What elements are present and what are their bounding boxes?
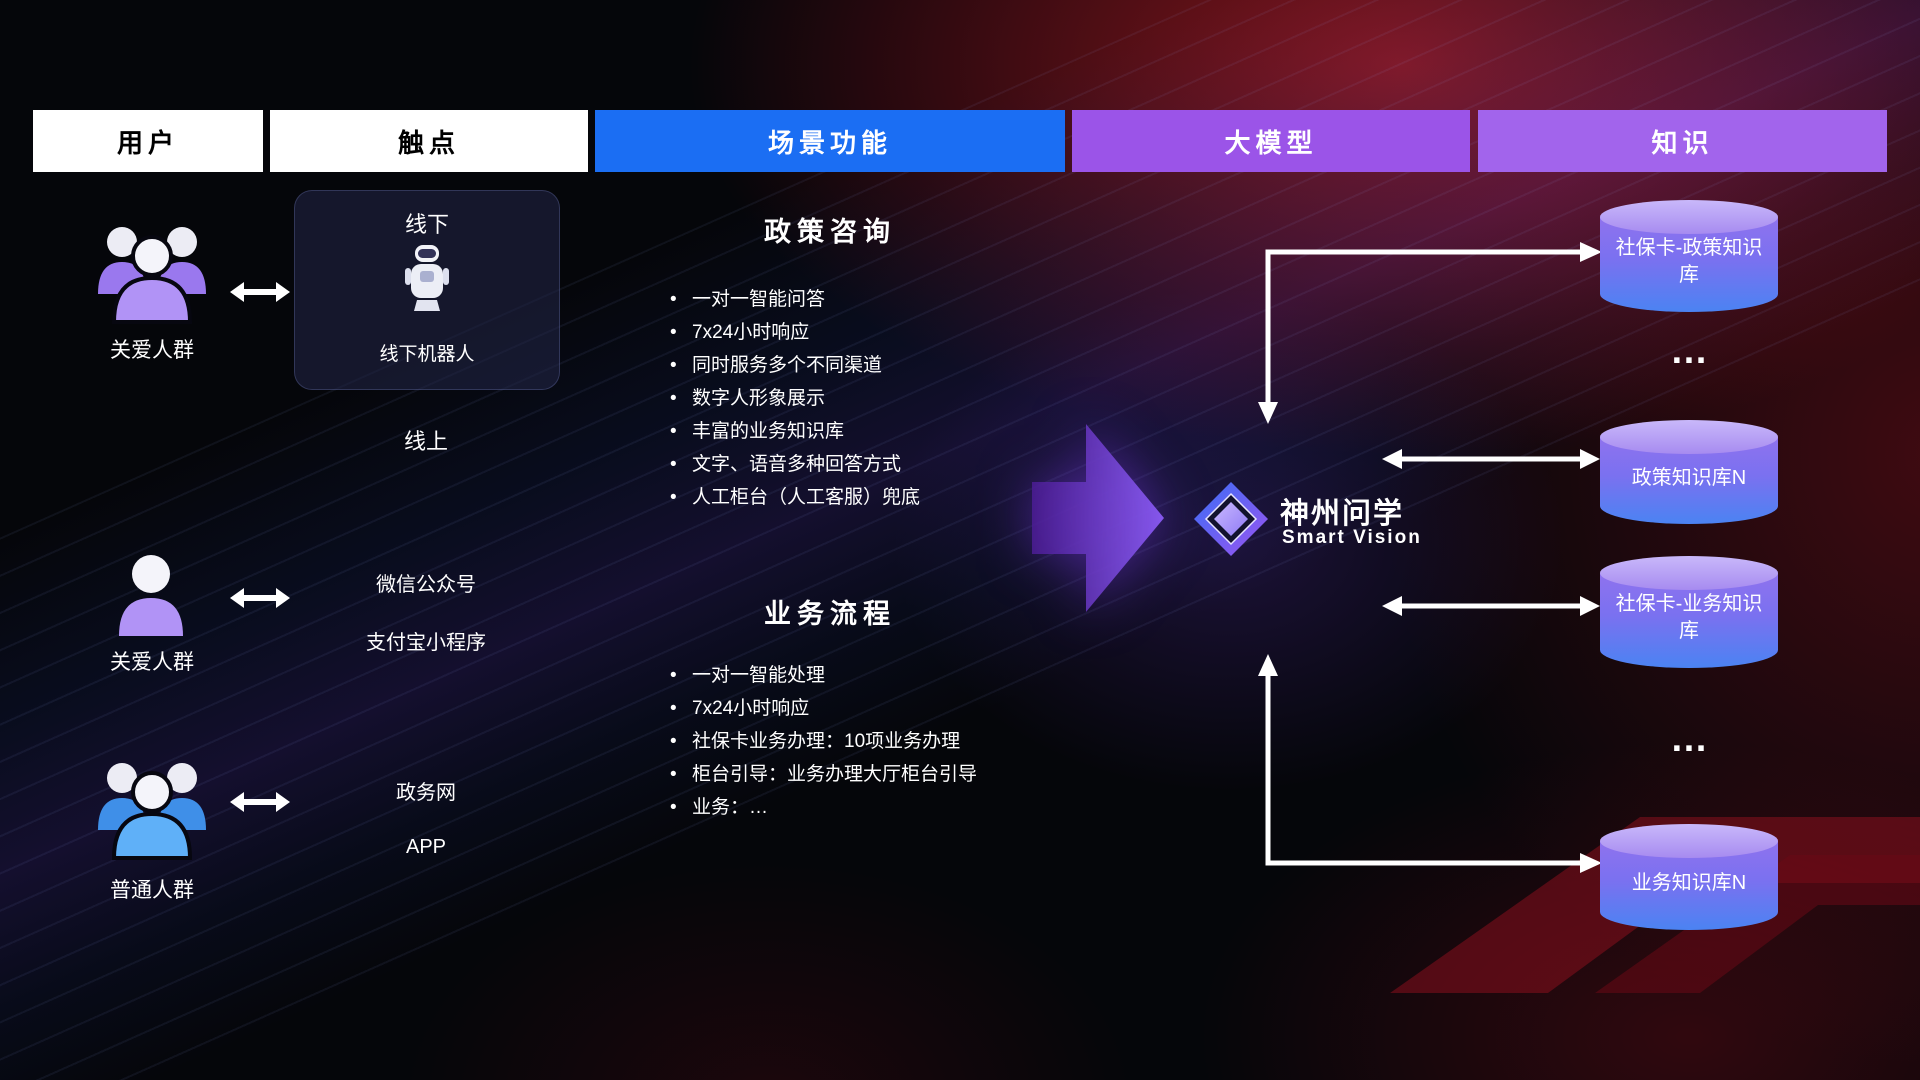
bidirectional-arrow-icon xyxy=(230,792,290,812)
bullet-item: 7x24小时响应 xyxy=(668,323,1098,344)
bullet-item: 一对一智能处理 xyxy=(668,666,1098,687)
bullet-item: 数字人形象展示 xyxy=(668,389,1098,410)
ellipsis-more: … xyxy=(1670,330,1708,372)
business-bullet-list: 一对一智能处理 7x24小时响应 社保卡业务办理：10项业务办理 柜台引导：业务… xyxy=(668,666,1098,831)
database-icon: 政策知识库N xyxy=(1600,420,1778,524)
bullet-item: 7x24小时响应 xyxy=(668,699,1098,720)
brand-subtitle: Smart Vision xyxy=(1282,527,1422,548)
bullet-item: 丰富的业务知识库 xyxy=(668,422,1098,443)
connector-arrow-bidirectional xyxy=(1382,596,1600,616)
column-header-users: 用户 xyxy=(33,110,263,172)
database-top xyxy=(1600,420,1778,454)
knowledge-base-label: 社保卡-政策知识库 xyxy=(1615,237,1763,286)
column-header-knowledge: 知识 xyxy=(1478,110,1887,172)
database-icon: 社保卡-业务知识库 xyxy=(1600,556,1778,668)
online-title: 线上 xyxy=(403,429,448,454)
channel-alipay: 支付宝小程序 xyxy=(366,632,486,654)
knowledge-base-label: 社保卡-业务知识库 xyxy=(1615,593,1763,642)
bullet-item: 业务：… xyxy=(668,798,1098,819)
bullet-item: 社保卡业务办理：10项业务办理 xyxy=(668,732,1098,753)
offline-title: 线下 xyxy=(404,212,449,237)
column-header-large-model: 大模型 xyxy=(1072,110,1470,172)
bullet-item: 柜台引导：业务办理大厅柜台引导 xyxy=(668,765,1098,786)
channel-wechat: 微信公众号 xyxy=(376,574,476,596)
knowledge-base-label: 业务知识库N xyxy=(1631,871,1747,894)
column-header-scenario-functions: 场景功能 xyxy=(595,110,1065,172)
connector-arrow-top xyxy=(1258,242,1602,424)
flow-arrow-icon xyxy=(1032,424,1164,612)
channel-app: APP xyxy=(405,836,447,858)
bullet-item: 同时服务多个不同渠道 xyxy=(668,356,1098,377)
connector-arrow-bottom xyxy=(1258,654,1602,873)
bidirectional-arrow-icon xyxy=(230,282,290,302)
database-top xyxy=(1600,556,1778,590)
bidirectional-arrow-icon xyxy=(230,588,290,608)
policy-bullet-list: 一对一智能问答 7x24小时响应 同时服务多个不同渠道 数字人形象展示 丰富的业… xyxy=(668,290,1098,521)
offline-touchpoint-card: 线下 线下机器人 xyxy=(294,190,560,390)
user-label: 关爱人群 xyxy=(110,339,194,362)
database-icon: 社保卡-政策知识库 xyxy=(1600,200,1778,312)
person-icon xyxy=(119,555,183,636)
scenario-title-business: 业务流程 xyxy=(764,599,896,629)
people-group-icon xyxy=(98,227,206,324)
connector-arrow-bidirectional xyxy=(1382,449,1600,469)
robot-icon xyxy=(405,245,449,311)
scenario-title-policy: 政策咨询 xyxy=(764,217,896,247)
knowledge-base-label: 政策知识库N xyxy=(1631,466,1747,489)
channel-gov-web: 政务网 xyxy=(396,782,456,804)
column-header-touchpoints: 触点 xyxy=(270,110,588,172)
bullet-item: 人工柜台（人工客服）兜底 xyxy=(668,488,1098,509)
brand-name: 神州问学 xyxy=(1280,498,1405,530)
database-top xyxy=(1600,824,1778,858)
brand-diamond-icon xyxy=(1194,482,1268,556)
user-label: 关爱人群 xyxy=(110,651,194,674)
people-group-icon xyxy=(98,763,206,860)
database-icon: 业务知识库N xyxy=(1600,824,1778,930)
ellipsis-more: … xyxy=(1670,718,1708,760)
bullet-item: 一对一智能问答 xyxy=(668,290,1098,311)
offline-robot-label: 线下机器人 xyxy=(379,344,475,365)
user-label: 普通人群 xyxy=(110,879,194,902)
bullet-item: 文字、语音多种回答方式 xyxy=(668,455,1098,476)
database-top xyxy=(1600,200,1778,234)
